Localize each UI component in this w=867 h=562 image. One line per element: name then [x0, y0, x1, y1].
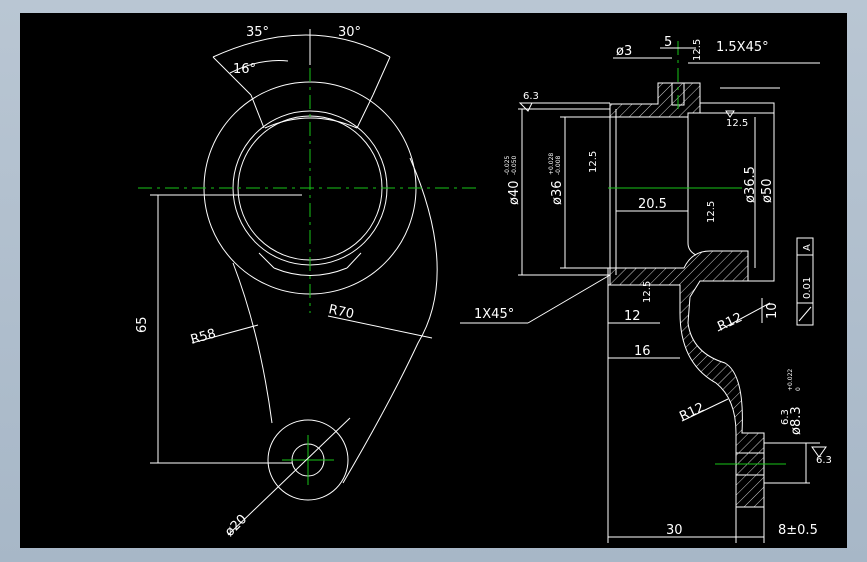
drawing-sheet: 35° 30° 16° 65 R58 R70 ø20: [20, 13, 847, 548]
angle-ext-right: [372, 56, 391, 96]
rough-12-5-right-symbol: [725, 110, 735, 118]
dim-65-label: 65: [135, 316, 150, 333]
r12-upper-label: R12: [715, 310, 745, 334]
angle-arc-outer: [212, 34, 391, 58]
r12-upper-leader: [717, 302, 771, 332]
dia-36-tol-lower: -0.008: [555, 155, 562, 175]
dim-12-label: 12: [624, 309, 641, 324]
rough-12-5-right-label: 12.5: [726, 118, 748, 129]
chamfer-top-label: 1.5X45°: [716, 40, 769, 55]
bottom-slot-arc: [273, 267, 348, 276]
r58-label: R58: [189, 326, 218, 347]
small-end-circle: [267, 419, 349, 501]
top-slot-arc: [264, 117, 358, 129]
dim-20-5-label: 20.5: [638, 197, 667, 212]
rough-right-label: 6.3: [816, 455, 832, 466]
dia-8-label: ø8.3: [789, 406, 804, 435]
tolerance-parallel-symbol: [798, 306, 812, 322]
dia-20-leader: [227, 417, 351, 536]
rough-mid-label: 12.5: [706, 201, 717, 223]
dia-20-label: ø20: [222, 512, 250, 540]
dia-36-tol-upper: +0.028: [548, 153, 555, 175]
dia-36-5-label: ø36.5: [743, 166, 758, 203]
r12-lower-leader: [681, 398, 729, 422]
top-flange-section: [609, 82, 701, 118]
r70-label: R70: [327, 302, 355, 322]
hub-right-edge: [687, 117, 697, 256]
dia-40-tol-lower: -0.050: [511, 155, 518, 175]
rough-top-label: 12.5: [692, 39, 703, 61]
angle-ext-left: [212, 56, 252, 96]
front-view: 35° 30° 16° 65 R58 R70 ø20: [135, 25, 480, 540]
r70-leader: [327, 315, 433, 339]
tolerance-value: 0.01: [802, 277, 813, 299]
dim-8-label: 8±0.5: [778, 523, 818, 538]
rough-6-3-left-symbol: [518, 102, 610, 112]
dim-5-label: 5: [664, 35, 672, 50]
bottom-flange-arm-section: [607, 250, 765, 508]
r12-lower-label: R12: [677, 400, 707, 424]
r58-leader: [191, 324, 259, 344]
angle-arc-16: [229, 60, 289, 74]
dia-3-label: ø3: [616, 44, 632, 59]
rough-bore-label: 6.3: [780, 409, 791, 425]
dia-36-label: ø36: [550, 181, 565, 206]
dia-40-tol-upper: -0.025: [504, 155, 511, 175]
dia-8-tol-lower: 0: [795, 387, 802, 391]
arm-left-edge: [232, 262, 273, 424]
section-view: ø3 5 1.5X45° 12.5 6.3 12.5 ø40 -0.025 -0…: [460, 35, 832, 543]
dia-40-label: ø40: [507, 181, 522, 206]
tolerance-frame: [796, 237, 814, 326]
top-slot-lines: [250, 94, 374, 129]
cad-drawing: 35° 30° 16° 65 R58 R70 ø20: [135, 25, 832, 543]
dia-8-tol-upper: +0.022: [787, 369, 794, 391]
angle-35-label: 35°: [246, 25, 269, 40]
chamfer-bottom-label: 1X45°: [474, 307, 514, 322]
rough-right-symbol: [811, 446, 827, 458]
dim-30-label: 30: [666, 523, 683, 538]
angle-16-label: 16°: [233, 62, 256, 77]
rough-inner-label: 12.5: [588, 151, 599, 173]
tolerance-datum: A: [802, 244, 813, 251]
dim-16-label: 16: [634, 344, 651, 359]
chamfer-bottom-leader: [527, 274, 611, 324]
angle-30-label: 30°: [338, 25, 361, 40]
dim-10-label: 10: [765, 302, 780, 319]
arm-right-edge: [342, 157, 438, 484]
rough-6-3-left-label: 6.3: [523, 91, 539, 102]
bottom-slot-lines: [258, 252, 362, 269]
dia-50-label: ø50: [760, 179, 775, 204]
rough-lower-label: 12.5: [642, 281, 653, 303]
